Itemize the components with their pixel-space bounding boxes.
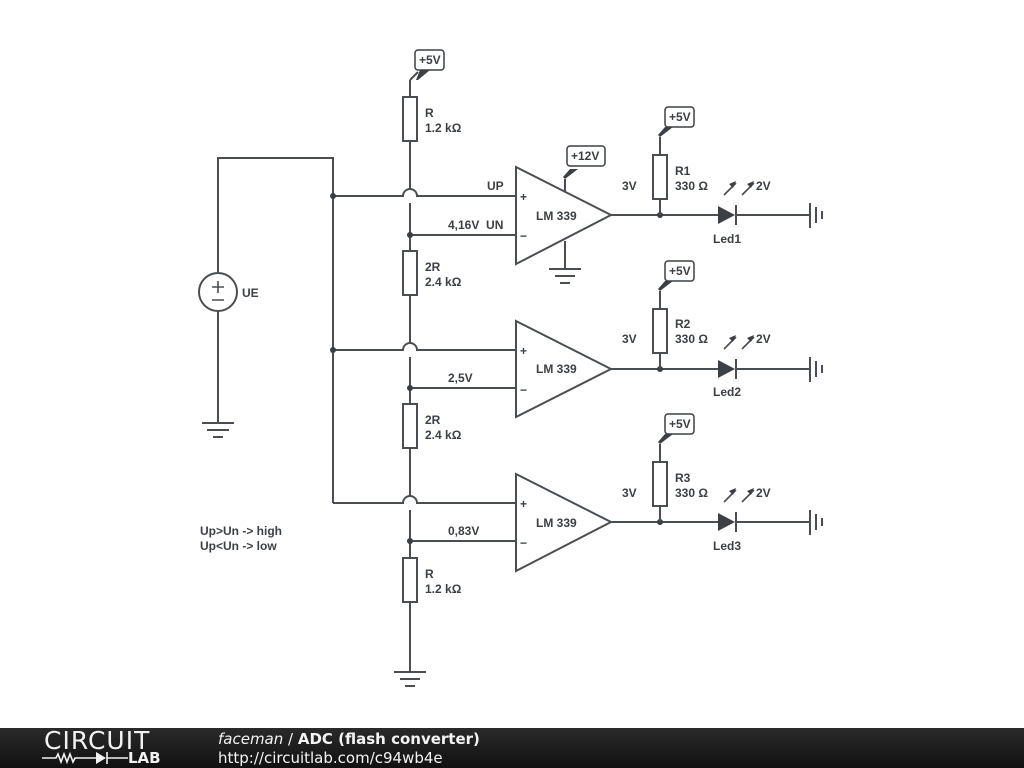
ground-icon xyxy=(394,671,426,687)
svg-text:−: − xyxy=(520,383,527,397)
resistor-r1[interactable]: R1 330 Ω xyxy=(652,154,708,200)
resistor-r3[interactable]: R3 330 Ω xyxy=(652,461,708,507)
ground-icon xyxy=(809,203,823,228)
circuitlab-logo[interactable]: CIRCUIT LAB xyxy=(40,726,180,767)
svg-text:2V: 2V xyxy=(756,332,771,346)
led-2[interactable]: 2V Led2 xyxy=(713,332,771,399)
resistor-r-bottom[interactable]: R 1.2 kΩ xyxy=(402,557,462,603)
footer-bar: CIRCUIT LAB faceman / ADC (flash convert… xyxy=(0,728,1024,768)
source-label: UE xyxy=(242,286,259,300)
svg-text:R1: R1 xyxy=(675,164,691,178)
ground-icon xyxy=(202,422,234,438)
resistor-r-top[interactable]: R 1.2 kΩ xyxy=(402,96,462,142)
led-diode-icon xyxy=(718,513,735,531)
svg-text:+5V: +5V xyxy=(669,264,691,278)
led-diode-icon xyxy=(718,206,735,224)
svg-text:R2: R2 xyxy=(675,317,691,331)
circuit-url-link[interactable]: http://circuitlab.com/c94wb4e xyxy=(218,749,443,767)
resistor-2r-lower[interactable]: 2R 2.4 kΩ xyxy=(402,403,462,449)
svg-text:LM 339: LM 339 xyxy=(536,209,577,223)
svg-text:2R: 2R xyxy=(425,413,441,427)
circuit-title: ADC (flash converter) xyxy=(297,730,480,748)
supply-flag-divider: +5V xyxy=(409,49,445,81)
led-3[interactable]: 2V Led3 xyxy=(713,486,771,553)
output-stage-2: 3V +5V xyxy=(611,260,810,372)
resistor-divider xyxy=(407,80,516,672)
svg-text:Led3: Led3 xyxy=(713,539,741,553)
input-source-ue[interactable]: UE xyxy=(198,157,334,503)
title-separator: / xyxy=(283,730,298,748)
svg-text:+5V: +5V xyxy=(419,53,441,67)
logo-text-lab: LAB xyxy=(128,749,161,767)
svg-text:330 Ω: 330 Ω xyxy=(675,179,708,193)
resistor-diode-logo-icon xyxy=(42,751,128,765)
svg-text:R: R xyxy=(425,567,434,581)
node-label-un1: 4,16V UN xyxy=(448,218,503,232)
node-label-un2: 2,5V xyxy=(448,371,473,385)
svg-text:330 Ω: 330 Ω xyxy=(675,332,708,346)
svg-text:Led1: Led1 xyxy=(713,232,741,246)
ground-icon xyxy=(809,510,823,535)
node-label-up: UP xyxy=(487,179,504,193)
node-label-un3: 0,83V xyxy=(448,524,479,538)
svg-text:Led2: Led2 xyxy=(713,385,741,399)
svg-text:LM 339: LM 339 xyxy=(536,516,577,530)
logo-text-circuit: CIRCUIT xyxy=(44,726,151,755)
comparator-2[interactable]: + − LM 339 xyxy=(515,319,614,419)
led-1[interactable]: 2V Led1 xyxy=(713,179,771,246)
led-diode-icon xyxy=(718,360,735,378)
author-link[interactable]: faceman xyxy=(218,730,284,748)
up-bus-wires xyxy=(330,188,516,504)
svg-text:+12V: +12V xyxy=(571,149,599,163)
comparator-1[interactable]: + − LM 339 +12V xyxy=(515,145,614,284)
svg-text:−: − xyxy=(520,536,527,550)
ground-icon xyxy=(809,357,823,382)
schematic-canvas: UE UP +5V R 1.2 kΩ 2R xyxy=(198,49,823,687)
svg-text:2.4 kΩ: 2.4 kΩ xyxy=(425,275,462,289)
resistor-2r-upper[interactable]: 2R 2.4 kΩ xyxy=(402,250,462,296)
svg-text:+: + xyxy=(520,190,527,204)
output-voltage-label: 3V xyxy=(622,486,637,500)
svg-text:1.2 kΩ: 1.2 kΩ xyxy=(425,121,462,135)
svg-text:+: + xyxy=(520,497,527,511)
svg-text:1.2 kΩ: 1.2 kΩ xyxy=(425,582,462,596)
logic-note: Up>Un -> high Up<Un -> low xyxy=(200,524,282,553)
svg-text:2R: 2R xyxy=(425,260,441,274)
output-stage-1: 3V +5V xyxy=(611,106,810,218)
svg-text:LM 339: LM 339 xyxy=(536,362,577,376)
svg-text:2V: 2V xyxy=(756,179,771,193)
output-stage-3: 3V +5V xyxy=(611,413,810,525)
comparator-3[interactable]: + − LM 339 xyxy=(515,472,614,573)
output-voltage-label: 3V xyxy=(622,332,637,346)
svg-text:+5V: +5V xyxy=(669,417,691,431)
svg-text:2.4 kΩ: 2.4 kΩ xyxy=(425,428,462,442)
svg-text:R3: R3 xyxy=(675,471,691,485)
svg-text:R: R xyxy=(425,106,434,120)
output-voltage-label: 3V xyxy=(622,179,637,193)
svg-text:+5V: +5V xyxy=(669,110,691,124)
svg-text:330 Ω: 330 Ω xyxy=(675,486,708,500)
svg-text:Up>Un -> high: Up>Un -> high xyxy=(200,524,282,538)
svg-text:2V: 2V xyxy=(756,486,771,500)
svg-text:Up<Un -> low: Up<Un -> low xyxy=(200,539,277,553)
circuit-title-line: faceman / ADC (flash converter) xyxy=(218,730,480,748)
svg-text:+: + xyxy=(520,344,527,358)
resistor-r2[interactable]: R2 330 Ω xyxy=(652,308,708,354)
svg-text:−: − xyxy=(520,229,527,243)
